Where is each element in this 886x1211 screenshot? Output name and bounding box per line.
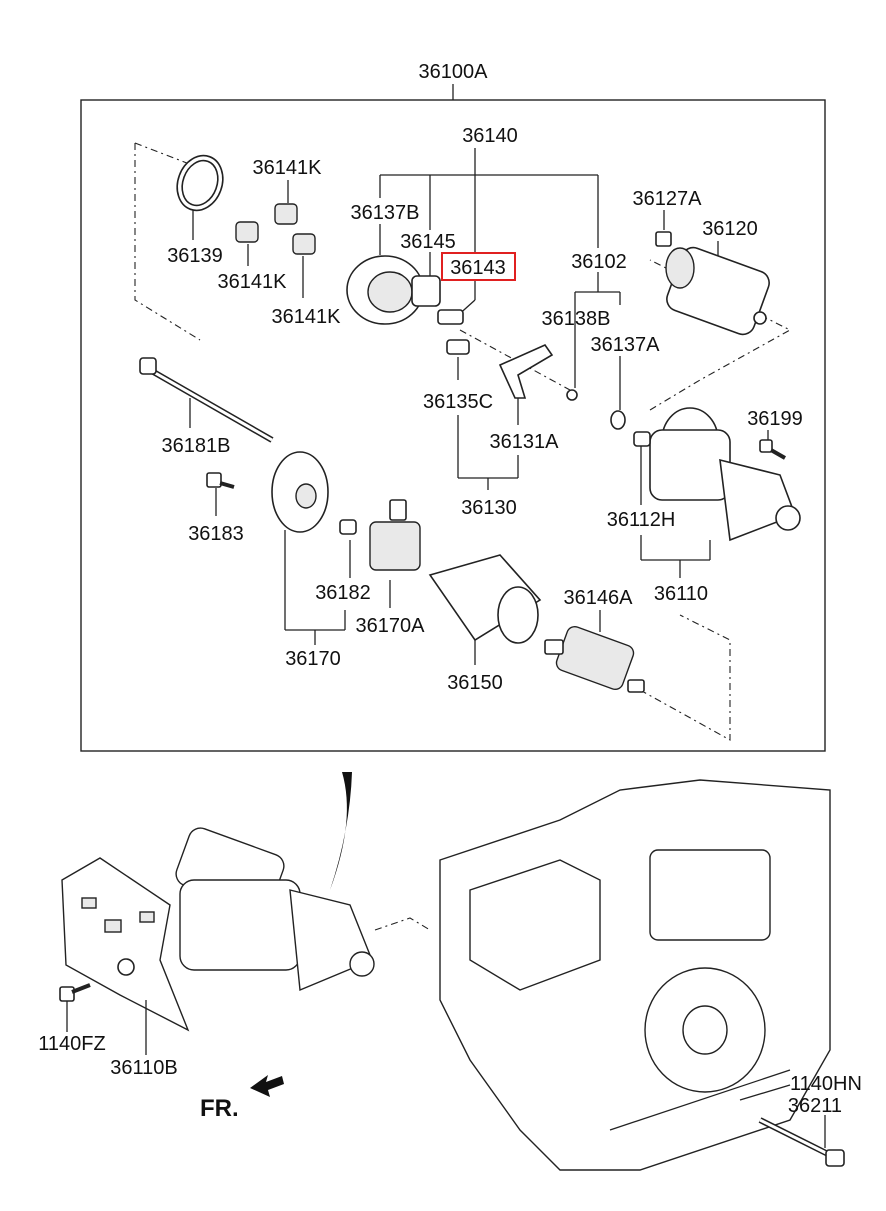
label-36140[interactable]: 36140 xyxy=(462,125,518,147)
label-36141K-3[interactable]: 36141K xyxy=(272,306,342,328)
label-36170A[interactable]: 36170A xyxy=(356,615,426,637)
label-36120[interactable]: 36120 xyxy=(702,218,758,240)
planet-gear-icon xyxy=(235,203,316,255)
label-36102[interactable]: 36102 xyxy=(571,251,627,273)
callout-arrow xyxy=(330,772,352,890)
label-36137B[interactable]: 36137B xyxy=(351,202,420,224)
solenoid-icon xyxy=(665,246,770,336)
label-36181B[interactable]: 36181B xyxy=(162,435,231,457)
label-36170[interactable]: 36170 xyxy=(285,648,341,670)
label-36199[interactable]: 36199 xyxy=(747,408,803,430)
end-cover-icon xyxy=(271,451,329,533)
label-36146A[interactable]: 36146A xyxy=(564,587,634,609)
label-36110[interactable]: 36110 xyxy=(654,583,708,605)
label-36130[interactable]: 36130 xyxy=(461,497,517,519)
label-36112H[interactable]: 36112H xyxy=(607,509,676,531)
label-36131A[interactable]: 36131A xyxy=(490,431,560,453)
label-36143[interactable]: 36143 xyxy=(450,257,506,279)
heat-shield-icon xyxy=(61,857,190,1032)
label-36138B[interactable]: 36138B xyxy=(542,308,611,330)
engine-block-icon xyxy=(439,779,831,1171)
label-36150[interactable]: 36150 xyxy=(447,672,503,694)
label-36183[interactable]: 36183 xyxy=(188,523,244,545)
label-36137A[interactable]: 36137A xyxy=(591,334,661,356)
label-1140HN[interactable]: 1140HN xyxy=(790,1073,862,1095)
front-direction-arrow xyxy=(250,1075,284,1097)
label-36141K[interactable]: 36141K xyxy=(253,157,323,179)
brush-holder-icon xyxy=(369,499,421,571)
label-36139[interactable]: 36139 xyxy=(167,245,223,267)
label-36135C[interactable]: 36135C xyxy=(423,391,493,413)
armature-icon xyxy=(544,625,645,693)
label-36182[interactable]: 36182 xyxy=(315,582,371,604)
label-36100A[interactable]: 36100A xyxy=(419,61,489,83)
gear-housing-icon xyxy=(346,255,464,325)
installed-starter-icon xyxy=(175,827,375,992)
part-highlight-box xyxy=(441,252,516,281)
yoke-icon xyxy=(428,554,542,644)
starter-housing-icon xyxy=(649,407,801,542)
label-36145[interactable]: 36145 xyxy=(400,231,456,253)
label-36211[interactable]: 36211 xyxy=(788,1095,842,1117)
label-36127A[interactable]: 36127A xyxy=(633,188,703,210)
label-36141K-2[interactable]: 36141K xyxy=(218,271,288,293)
label-1140FZ[interactable]: 1140FZ xyxy=(38,1033,105,1055)
label-36110B[interactable]: 36110B xyxy=(110,1057,177,1079)
front-label: FR. xyxy=(200,1095,239,1122)
